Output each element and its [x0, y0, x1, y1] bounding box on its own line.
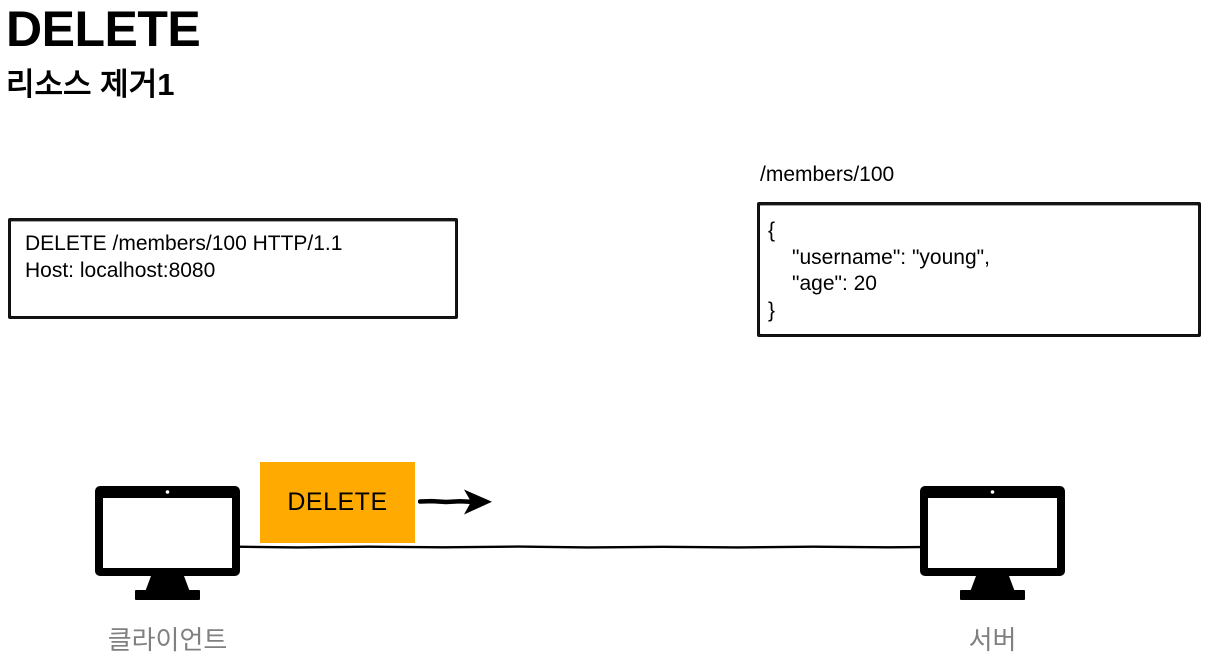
http-method-badge-delete: DELETE	[260, 462, 415, 543]
json-field-username: "username": "young",	[792, 246, 990, 269]
resource-json-box: { "username": "young", "age": 20 }	[757, 202, 1201, 337]
page-title: DELETE	[6, 1, 201, 57]
client-server-connection-line	[168, 545, 990, 549]
json-brace-open: {	[768, 219, 776, 242]
resource-path-label: /members/100	[760, 163, 895, 186]
json-field-age: "age": 20	[792, 272, 877, 295]
page-subtitle: 리소스 제거1	[6, 67, 175, 102]
json-brace-close: }	[768, 299, 776, 322]
request-direction-arrow-icon	[418, 489, 492, 515]
http-method-badge-label: DELETE	[287, 488, 388, 516]
client-caption: 클라이언트	[107, 625, 228, 655]
request-start-line: DELETE /members/100 HTTP/1.1	[25, 232, 343, 255]
http-request-box: DELETE /members/100 HTTP/1.1 Host: local…	[8, 218, 458, 319]
request-host-header: Host: localhost:8080	[25, 259, 216, 282]
server-caption: 서버	[968, 625, 1017, 655]
server-monitor-icon	[920, 486, 1065, 600]
client-monitor-icon	[95, 486, 240, 600]
